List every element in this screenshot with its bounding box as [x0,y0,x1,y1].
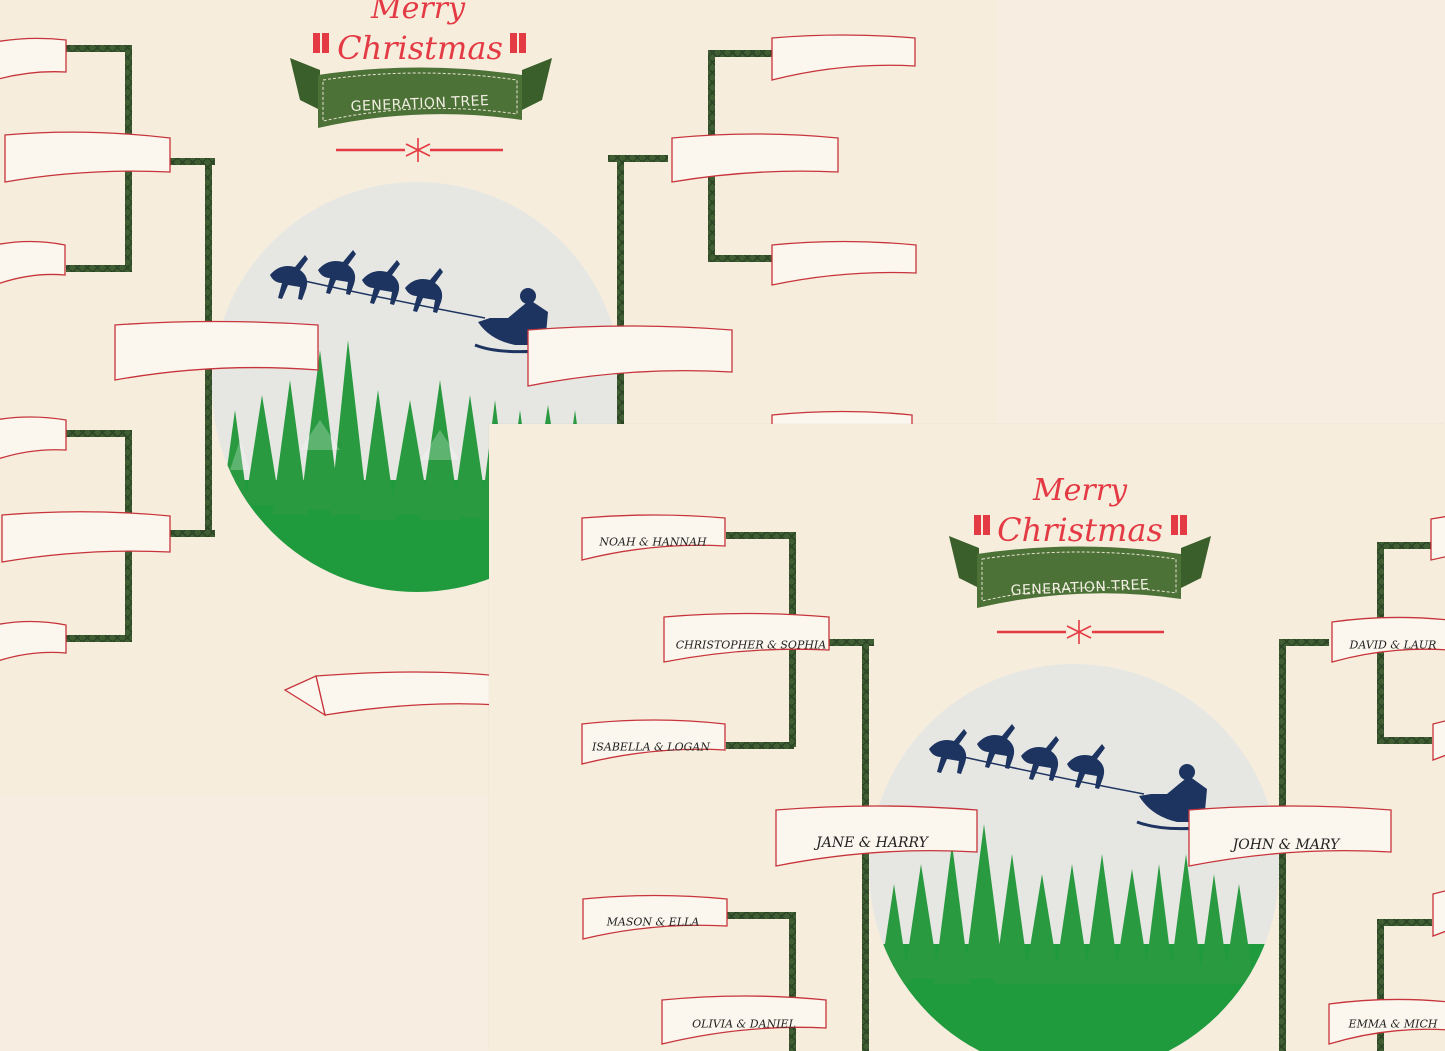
gift-icon [974,515,1187,535]
title-ribbon [290,58,552,128]
front-sheet-art [581,514,1445,1051]
title-ribbon [949,536,1211,608]
snowflake-icon [997,620,1164,644]
filled-template-sheet: Merry Christmas GENERATION TREE NOAH & H… [489,424,1445,1051]
snowflake-icon [336,138,503,162]
gift-icon [313,33,526,53]
name-banners [581,514,1445,1045]
